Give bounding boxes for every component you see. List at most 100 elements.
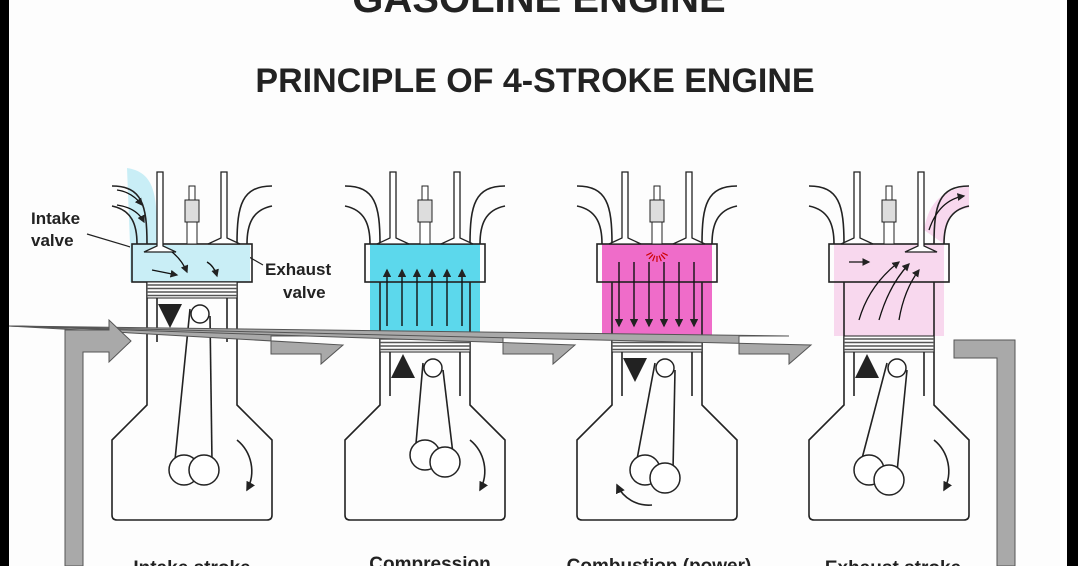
connecting-rod-right — [672, 369, 676, 471]
crank-rotation-arrow — [933, 439, 953, 492]
crankcase — [808, 395, 970, 521]
intake-valve — [376, 171, 410, 245]
piston-pin — [655, 358, 675, 378]
intake-port-upper — [344, 185, 381, 245]
spark-plug-terminal — [188, 185, 196, 201]
four-stroke-diagram: GASOLINE ENGINE PRINCIPLE OF 4-STROKE EN… — [9, 0, 1016, 566]
engine-combustion — [576, 171, 738, 521]
spark-plug-insulator — [881, 199, 897, 223]
exhaust-port-upper — [469, 185, 506, 245]
intake-flow-region — [127, 168, 162, 245]
intake-port-lower — [808, 205, 835, 245]
intake-flow-arrow — [116, 189, 143, 207]
stroke-label-compression: Compression — [369, 554, 490, 566]
spark-plug-insulator — [417, 199, 433, 223]
spark-plug-body — [186, 221, 198, 245]
exhaust-port-lower — [246, 205, 273, 245]
intake-flow-arrow — [206, 261, 219, 278]
spark-ray — [652, 255, 656, 262]
stroke-label-exhaust: Exhaust stroke — [825, 558, 961, 566]
diagram-subtitle: PRINCIPLE OF 4-STROKE ENGINE — [255, 62, 814, 100]
crankcase — [344, 395, 506, 521]
piston-pin — [190, 304, 210, 324]
piston — [843, 335, 935, 396]
spark-ray — [658, 255, 662, 262]
exhaust-flow-arrow — [878, 263, 910, 321]
exhaust-port-lower — [943, 205, 970, 245]
connecting-rod-left — [858, 362, 888, 471]
connecting-rod-left — [414, 362, 424, 456]
connecting-rod-left — [634, 362, 656, 471]
engine-compression — [344, 171, 506, 521]
connecting-rod-right — [896, 369, 908, 473]
diagram-title: GASOLINE ENGINE — [352, 0, 725, 21]
spark-ray — [646, 252, 652, 256]
spark-plug-insulator — [184, 199, 200, 223]
spark-ray — [648, 254, 654, 260]
intake-port-upper — [808, 185, 845, 245]
crank-pin — [649, 462, 681, 494]
intake-port-lower — [576, 205, 603, 245]
piston — [611, 335, 703, 396]
crank-pin — [429, 446, 461, 478]
crankcase — [576, 395, 738, 521]
intake-valve — [608, 171, 642, 245]
exhaust-valve — [904, 171, 938, 253]
piston — [379, 335, 471, 396]
stroke-transition-arrow-3 — [9, 325, 813, 366]
intake-valve — [840, 171, 874, 245]
crank-rotation-arrow — [469, 439, 489, 492]
spark-plug-body — [883, 221, 895, 245]
exhaust-valve — [672, 171, 706, 245]
diagram-page: GASOLINE ENGINE PRINCIPLE OF 4-STROKE EN… — [9, 0, 1067, 566]
crankcase — [111, 395, 273, 521]
exhaust-valve-label-line1: Exhaust — [265, 260, 331, 279]
intake-flow-arrow — [171, 251, 189, 274]
piston-rings — [146, 281, 238, 299]
exhaust-port-lower — [711, 205, 738, 245]
exhaust-port-upper — [933, 185, 970, 245]
exhaust-port-upper — [236, 185, 273, 245]
intake-port-lower — [344, 205, 371, 245]
intake-flow-arrow — [151, 269, 179, 278]
piston-rings — [843, 335, 935, 353]
spark-plug-terminal — [421, 185, 429, 201]
crank-pin — [188, 454, 220, 486]
engine-intake — [111, 168, 273, 521]
exhaust-flow-arrow — [898, 268, 920, 321]
intake-valve-label-line2: valve — [31, 231, 74, 250]
stroke-label-intake: Intake stroke — [133, 558, 250, 566]
intake-valve — [143, 171, 177, 253]
exhaust-port-upper — [701, 185, 738, 245]
intake-port-upper — [576, 185, 613, 245]
stroke-label-combustion: Combustion (power) — [567, 556, 752, 566]
piston-pin — [423, 358, 443, 378]
cycle-return-arrow-left — [64, 318, 132, 566]
exhaust-port-lower — [479, 205, 506, 245]
exhaust-valve — [207, 171, 241, 245]
connecting-rod-right — [442, 369, 454, 455]
connecting-rod-right — [209, 315, 213, 463]
intake-flow-arrow — [116, 204, 145, 224]
spark-plug-insulator — [649, 199, 665, 223]
spark-plug-terminal — [653, 185, 661, 201]
intake-valve-label-line1: Intake — [31, 209, 80, 228]
exhaust-flow-region — [924, 186, 969, 244]
intake-port-lower — [111, 205, 138, 245]
spark-plug-terminal — [885, 185, 893, 201]
exhaust-flow-arrow — [858, 261, 901, 321]
piston-pin — [887, 358, 907, 378]
cycle-return-arrow-right — [953, 339, 1016, 566]
exhaust-valve — [440, 171, 474, 245]
exhaust-flow-arrow — [928, 193, 966, 231]
crank-pin — [873, 464, 905, 496]
spark-plug-body — [651, 221, 663, 245]
crank-rotation-arrow — [236, 439, 256, 492]
spark-plug-body — [419, 221, 431, 245]
exhaust-valve-label-line2: valve — [283, 283, 326, 302]
spark-ray — [660, 254, 666, 260]
gas-chamber — [834, 244, 944, 336]
crank-rotation-arrow — [616, 483, 653, 506]
engine-exhaust — [808, 171, 970, 521]
